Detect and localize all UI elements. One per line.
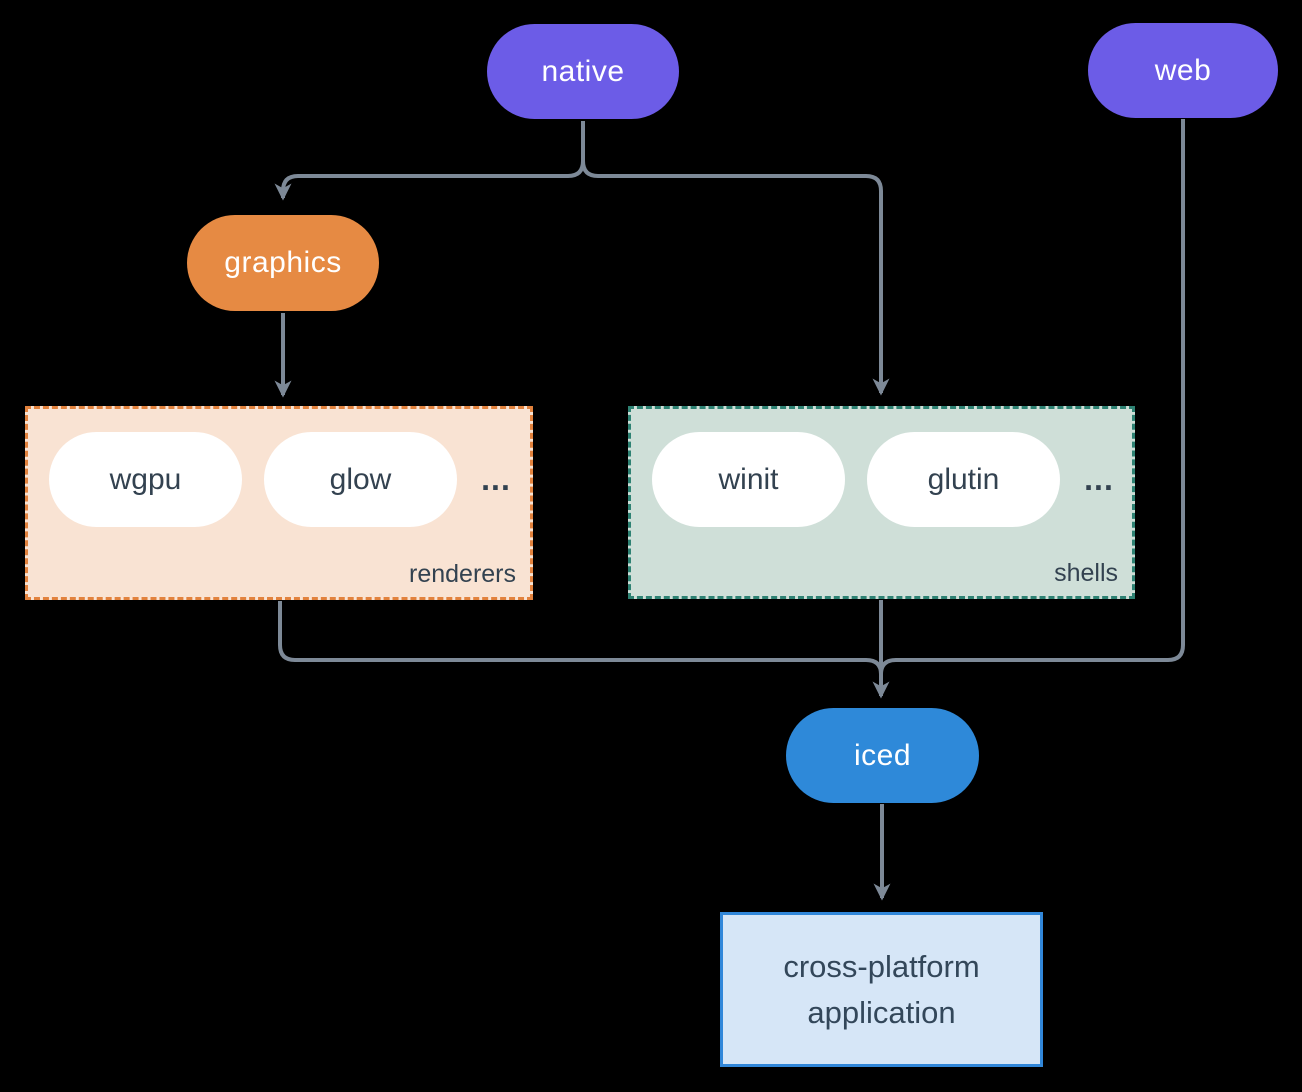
node-iced: iced [786,708,979,803]
node-graphics: graphics [187,215,379,311]
node-native-label: native [541,54,625,88]
node-winit-label: winit [718,462,779,496]
group-shells: winit glutin ... shells [628,406,1135,599]
node-iced-label: iced [853,738,912,772]
edge-renderers-to-merge [278,601,883,675]
renderers-group-label: renderers [409,560,516,588]
shells-ellipsis: ... [1084,461,1114,497]
group-renderers: wgpu glow ... renderers [25,406,533,600]
node-wgpu-label: wgpu [109,462,182,496]
node-glow: glow [264,432,457,527]
edge-native-to-graphics [274,121,585,201]
node-web-label: web [1154,53,1212,87]
node-glutin: glutin [867,432,1060,527]
edge-native-to-shells [581,121,890,396]
node-wgpu: wgpu [49,432,242,527]
node-glutin-label: glutin [927,462,1000,496]
node-cross-platform-application: cross-platform application [720,912,1043,1067]
shells-group-label: shells [1054,559,1118,587]
node-graphics-label: graphics [224,246,342,279]
node-winit: winit [652,432,845,527]
node-web: web [1088,23,1278,118]
node-cross-platform-application-label: cross-platform application [783,948,980,1030]
node-native: native [487,24,679,119]
node-glow-label: glow [329,462,392,496]
renderers-ellipsis: ... [481,461,511,497]
